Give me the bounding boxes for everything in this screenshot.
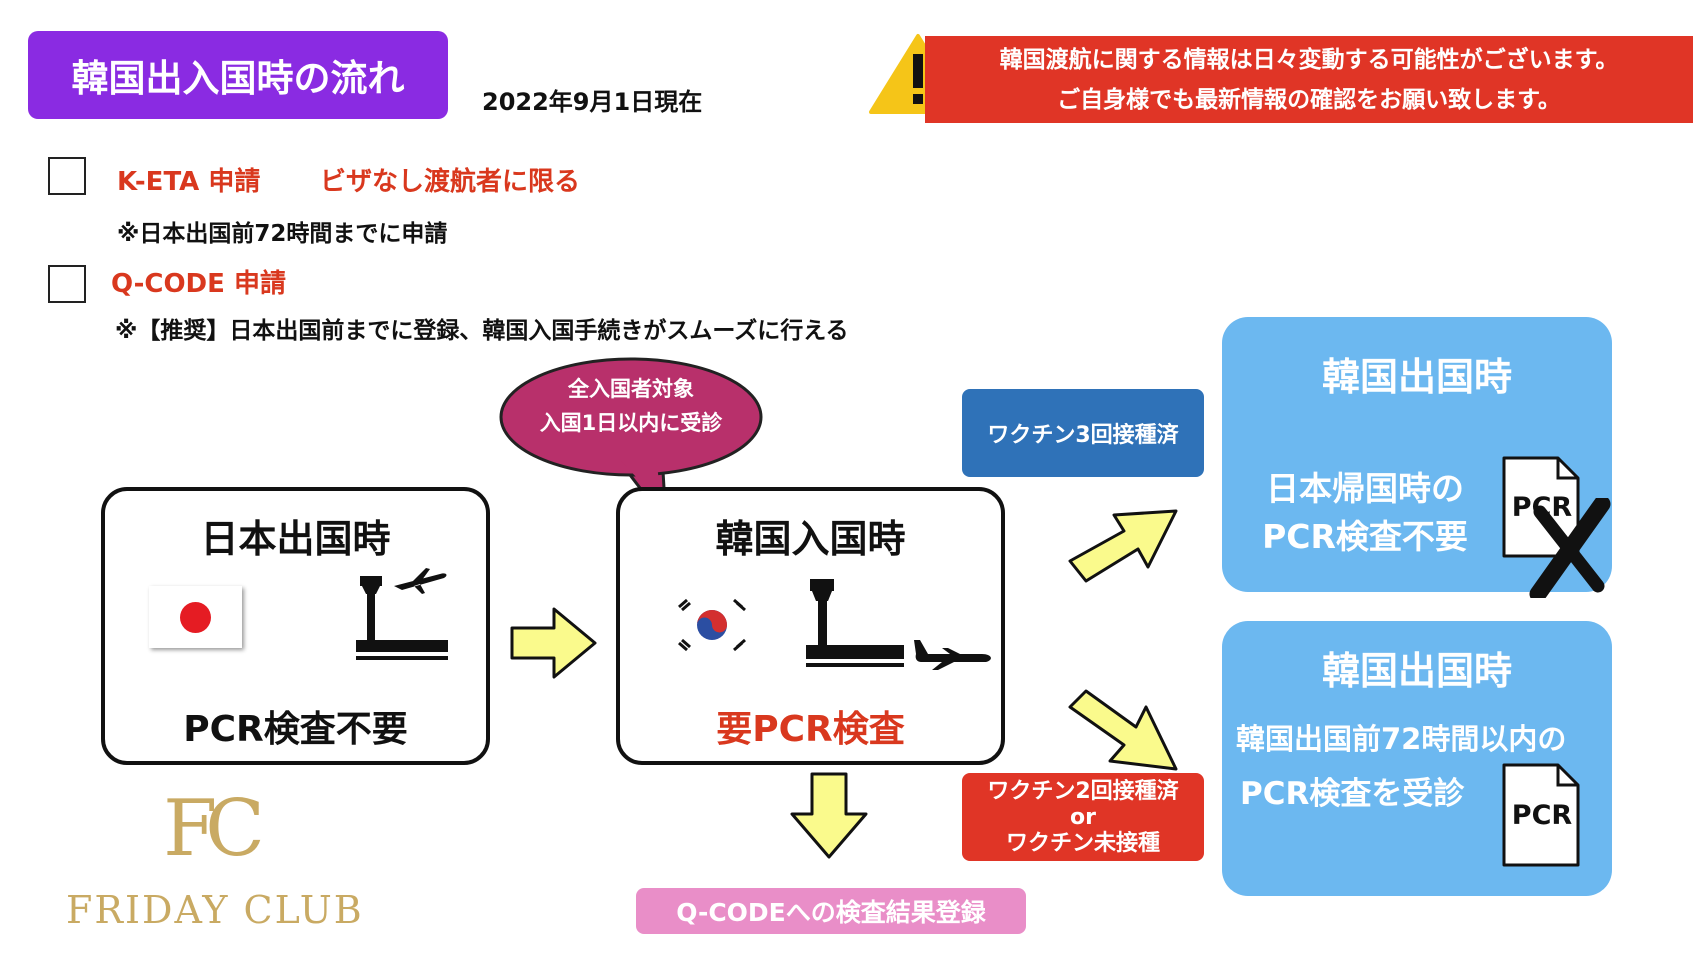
k-eta-condition: ビザなし渡航者に限る <box>320 167 581 197</box>
cross-icon <box>1529 498 1611 598</box>
q-code-label: Q-CODE 申請 <box>111 269 286 299</box>
warning-banner: 韓国渡航に関する情報は日々変動する可能性がございます。 ご自身様でも最新情報の確… <box>925 36 1693 123</box>
q-code-note: ※【推奨】日本出国前までに登録、韓国入国手続きがスムーズに行える <box>115 318 849 344</box>
arrow-down-icon <box>790 772 868 859</box>
warning-line-2: ご自身様でも最新情報の確認をお願い致します。 <box>1057 87 1561 113</box>
page-title: 韓国出入国時の流れ <box>28 31 448 119</box>
korea-departure-bottom-line-1: 韓国出国前72時間以内の <box>1236 722 1567 756</box>
korea-departure-bottom-title: 韓国出国時 <box>1321 649 1512 693</box>
warning-line-1: 韓国渡航に関する情報は日々変動する可能性がございます。 <box>999 47 1619 73</box>
date-label: 2022年9月1日現在 <box>482 88 703 116</box>
control-tower-icon <box>806 579 904 667</box>
q-code-checkbox[interactable] <box>48 265 86 303</box>
airplane-icon <box>394 568 447 594</box>
vaccine-2-line-1: ワクチン2回接種済 <box>987 779 1179 804</box>
japan-departure-title: 日本出国時 <box>200 517 391 561</box>
korea-departure-top-line-2: PCR検査不要 <box>1262 517 1468 556</box>
bubble-text: 全入国者対象 入国1日以内に受診 <box>506 372 756 440</box>
vaccine-2-tag: ワクチン2回接種済 or ワクチン未接種 <box>962 773 1204 861</box>
bubble-line-2: 入国1日以内に受診 <box>539 411 723 435</box>
k-eta-note: ※日本出国前72時間までに申請 <box>117 221 448 247</box>
korea-departure-top-title: 韓国出国時 <box>1321 355 1512 399</box>
japan-departure-pcr: PCR検査不要 <box>183 709 408 750</box>
korea-entry-title: 韓国入国時 <box>715 517 906 561</box>
korea-departure-top-text: 日本帰国時の PCR検査不要 <box>1240 465 1490 561</box>
korea-departure-bottom-line-2: PCR検査を受診 <box>1240 776 1465 812</box>
document-label: PCR <box>1511 800 1573 831</box>
control-tower-icon <box>356 576 448 660</box>
vaccine-3-tag: ワクチン3回接種済 <box>962 389 1204 477</box>
logo-monogram: FC <box>163 784 265 874</box>
vaccine-2-line-2: or <box>1070 805 1096 830</box>
korea-departure-top-line-1: 日本帰国時の <box>1266 469 1464 508</box>
arrow-right-icon <box>510 607 597 679</box>
korea-entry-pcr: 要PCR検査 <box>716 709 905 750</box>
arrow-down-right-icon <box>1068 689 1178 771</box>
japan-flag-icon <box>149 586 242 648</box>
bubble-line-1: 全入国者対象 <box>568 377 694 401</box>
k-eta-checkbox[interactable] <box>48 157 86 195</box>
q-code-result-tag: Q-CODEへの検査結果登録 <box>636 888 1026 934</box>
arrow-up-right-icon <box>1068 509 1178 583</box>
airplane-icon <box>914 640 991 670</box>
korea-entry-box <box>616 487 1005 765</box>
vaccine-2-line-3: ワクチン未接種 <box>1005 831 1160 856</box>
korea-flag-icon <box>667 595 757 655</box>
k-eta-label: K-ETA 申請 <box>117 167 261 197</box>
document-icon <box>1502 763 1580 867</box>
logo-name: FRIDAY CLUB <box>66 888 364 932</box>
